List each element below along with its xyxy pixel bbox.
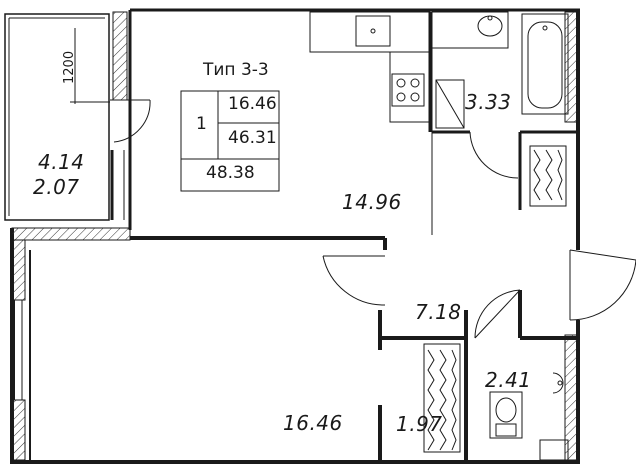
hall-area: 7.18 (415, 300, 462, 324)
balcony-dimension: 1200 (62, 50, 77, 84)
balcony (4, 13, 125, 221)
kitchen-area: 14.96 (342, 190, 402, 214)
wardrobe-fixture (423, 343, 461, 453)
bathroom-fixtures (431, 11, 569, 207)
toilet-area: 2.41 (485, 368, 532, 392)
rooms-count: 1 (196, 114, 207, 134)
living-room-area: 16.46 (283, 411, 343, 435)
toilet-fixtures (489, 372, 569, 461)
kitchen-fixtures (309, 11, 465, 129)
balcony-door (110, 99, 151, 143)
entrance-door (569, 249, 636, 321)
toilet-door (474, 289, 521, 339)
balcony-area: 4.14 (38, 150, 85, 174)
apartment-info-block (180, 90, 280, 192)
bathroom-door (469, 131, 519, 179)
balcony-reduced-area: 2.07 (33, 175, 80, 199)
interior-walls (29, 12, 578, 462)
total-with-balcony-value: 48.38 (206, 163, 255, 183)
wardrobe-area: 1.97 (396, 412, 443, 436)
total-area-value: 46.31 (228, 128, 277, 148)
apartment-type-label: Тип 3-3 (203, 60, 269, 80)
outer-walls (10, 8, 580, 464)
bathroom-area: 3.33 (465, 90, 512, 114)
left-window (13, 300, 23, 400)
kitchen-door (322, 255, 386, 306)
living-area-value: 16.46 (228, 94, 277, 114)
